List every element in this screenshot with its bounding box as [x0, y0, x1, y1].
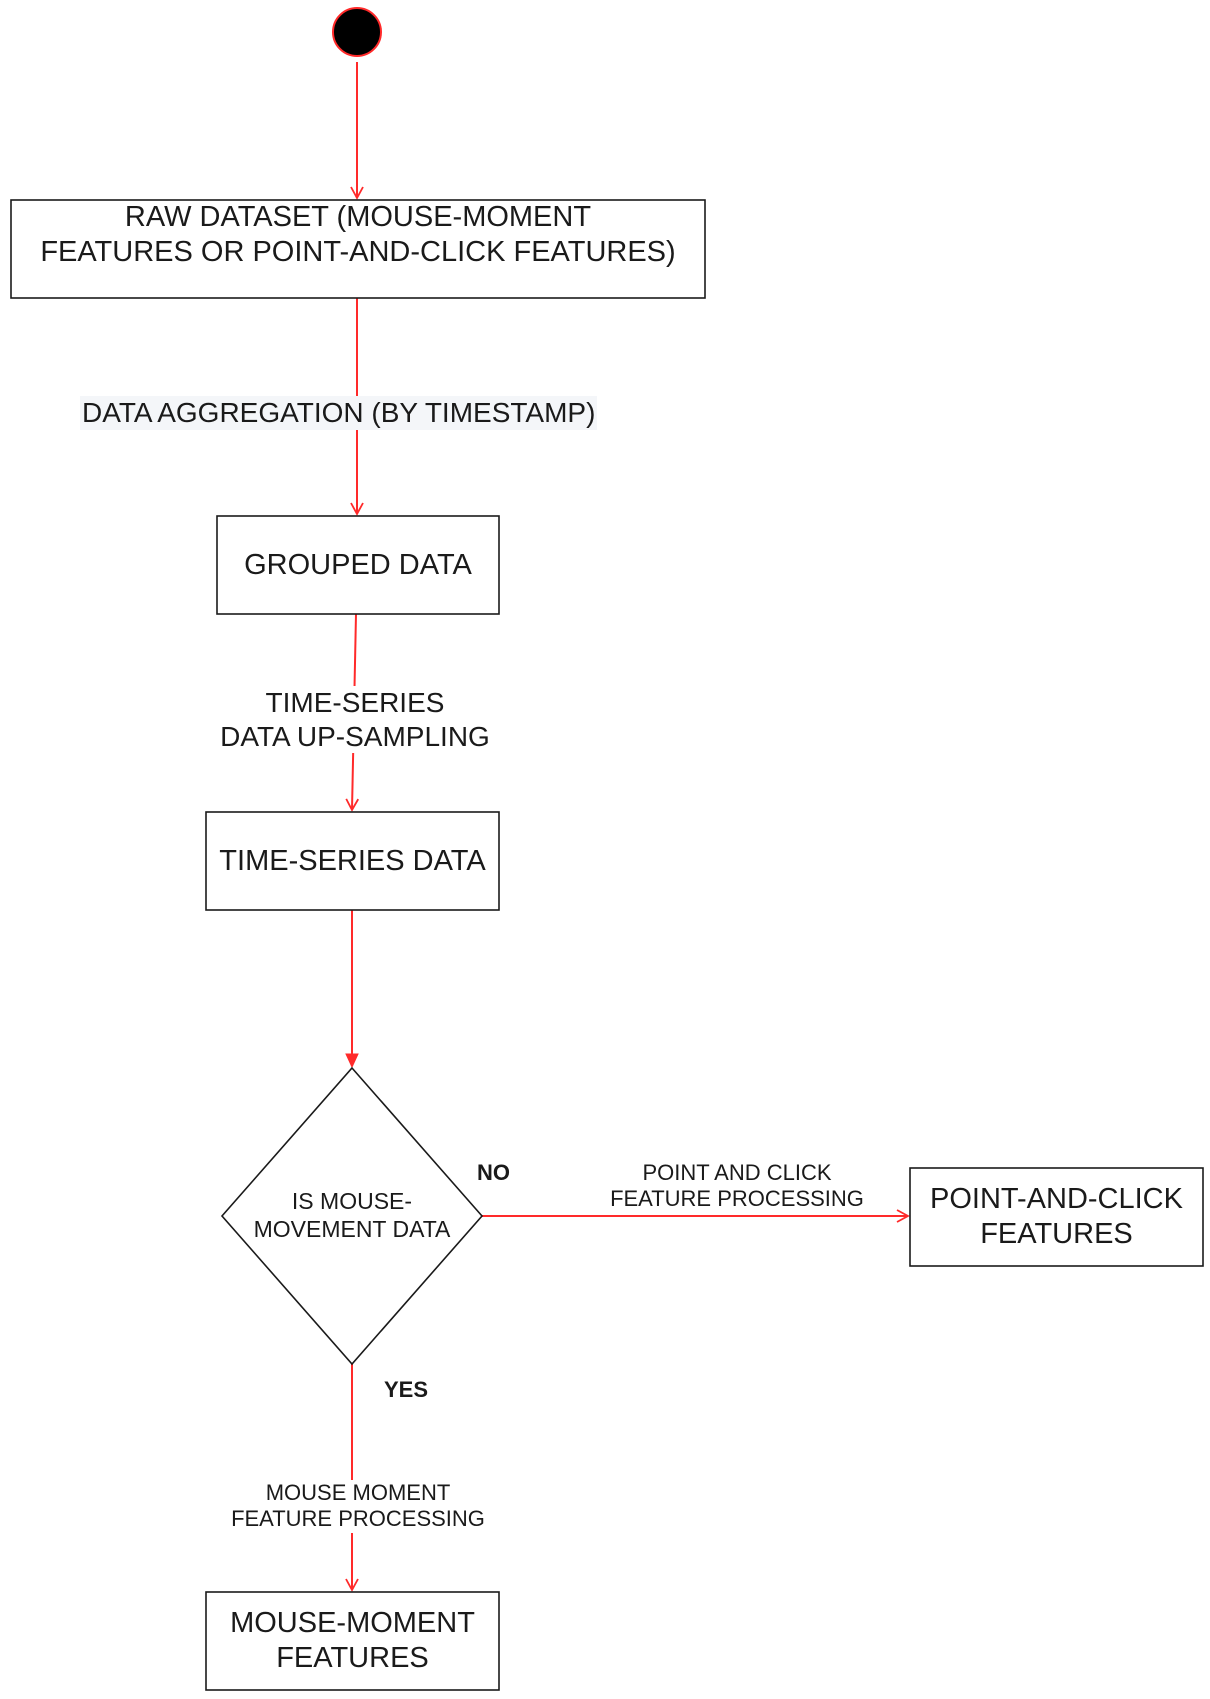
yes-label: YES: [384, 1377, 429, 1402]
decision-label: IS MOUSE- MOVEMENT DATA: [253, 1188, 451, 1242]
grouped-data-box: [216, 515, 500, 615]
start-node: [332, 7, 382, 57]
mouse-moment-features-box: [205, 1591, 500, 1691]
point-and-click-features-label: POINT-AND-CLICK FEATURES: [930, 1183, 1183, 1250]
no-label: NO: [477, 1160, 510, 1185]
mouse-moment-processing-label: MOUSE MOMENT FEATURE PROCESSING: [220, 1480, 496, 1533]
upsampling-edge-label: TIME-SERIES DATA UP-SAMPLING: [208, 686, 502, 754]
raw-dataset-label: RAW DATASET (MOUSE-MOMENT FEATURES OR PO…: [40, 201, 676, 268]
point-and-click-processing-label: POINT AND CLICK FEATURE PROCESSING: [610, 1160, 864, 1212]
point-and-click-features-box: [909, 1167, 1204, 1267]
time-series-data-box: [205, 811, 500, 911]
aggregation-edge-label: DATA AGGREGATION (BY TIMESTAMP): [80, 396, 598, 430]
mouse-moment-features-label: MOUSE-MOMENT FEATURES: [230, 1607, 475, 1674]
grouped-data-label: GROUPED DATA: [244, 548, 472, 581]
raw-dataset-box: [10, 199, 706, 299]
time-series-data-label: TIME-SERIES DATA: [219, 844, 486, 877]
decision-diamond: [220, 1066, 484, 1366]
